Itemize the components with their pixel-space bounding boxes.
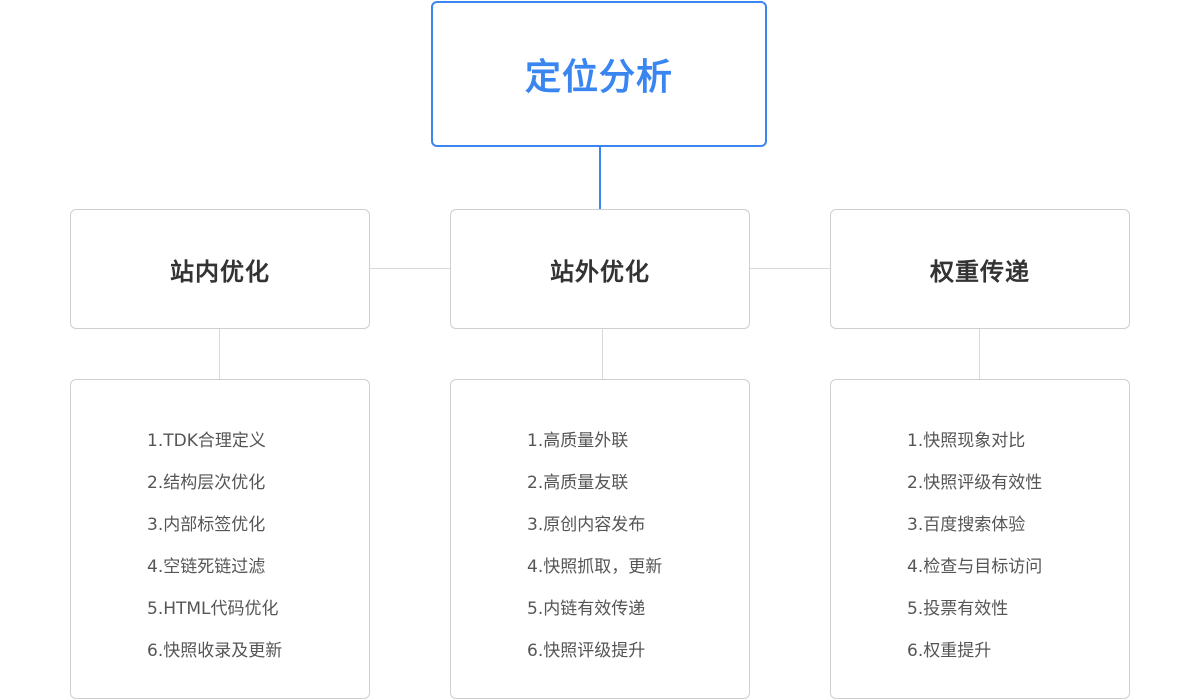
list-item: 5.HTML代码优化 bbox=[147, 599, 279, 619]
list-item: 6.快照评级提升 bbox=[527, 641, 646, 661]
root-title: 定位分析 bbox=[524, 57, 673, 98]
item-list-onsite: 1.TDK合理定义 2.结构层次优化 3.内部标签优化 4.空链死链过滤 5.H… bbox=[70, 379, 370, 699]
category-node-weight: 权重传递 bbox=[830, 209, 1130, 329]
list-item: 1.TDK合理定义 bbox=[147, 431, 266, 451]
item-list-weight: 1.快照现象对比 2.快照评级有效性 3.百度搜索体验 4.检查与目标访问 5.… bbox=[830, 379, 1130, 699]
connector-col2-down bbox=[602, 329, 603, 379]
list-item: 4.空链死链过滤 bbox=[147, 557, 266, 577]
list-item: 1.高质量外联 bbox=[527, 431, 629, 451]
category-title: 权重传递 bbox=[930, 257, 1030, 286]
list-item: 2.高质量友联 bbox=[527, 473, 629, 493]
list-item: 2.快照评级有效性 bbox=[907, 473, 1043, 493]
connector-col1-down bbox=[219, 329, 220, 379]
connector-middle-right bbox=[750, 268, 830, 269]
list-item: 5.投票有效性 bbox=[907, 599, 1009, 619]
category-node-onsite: 站内优化 bbox=[70, 209, 370, 329]
list-item: 3.内部标签优化 bbox=[147, 515, 266, 535]
connector-left-middle bbox=[370, 268, 450, 269]
list-item: 4.快照抓取，更新 bbox=[527, 557, 663, 577]
list-item: 6.快照收录及更新 bbox=[147, 641, 283, 661]
list-item: 1.快照现象对比 bbox=[907, 431, 1026, 451]
category-node-offsite: 站外优化 bbox=[450, 209, 750, 329]
list-item: 4.检查与目标访问 bbox=[907, 557, 1043, 577]
category-title: 站外优化 bbox=[550, 257, 650, 286]
list-item: 5.内链有效传递 bbox=[527, 599, 646, 619]
root-node: 定位分析 bbox=[431, 1, 767, 147]
category-title: 站内优化 bbox=[170, 257, 270, 286]
list-item: 6.权重提升 bbox=[907, 641, 992, 661]
list-item: 3.百度搜索体验 bbox=[907, 515, 1026, 535]
root-connector bbox=[599, 147, 601, 209]
item-list-offsite: 1.高质量外联 2.高质量友联 3.原创内容发布 4.快照抓取，更新 5.内链有… bbox=[450, 379, 750, 699]
connector-col3-down bbox=[979, 329, 980, 379]
list-item: 3.原创内容发布 bbox=[527, 515, 646, 535]
list-item: 2.结构层次优化 bbox=[147, 473, 266, 493]
